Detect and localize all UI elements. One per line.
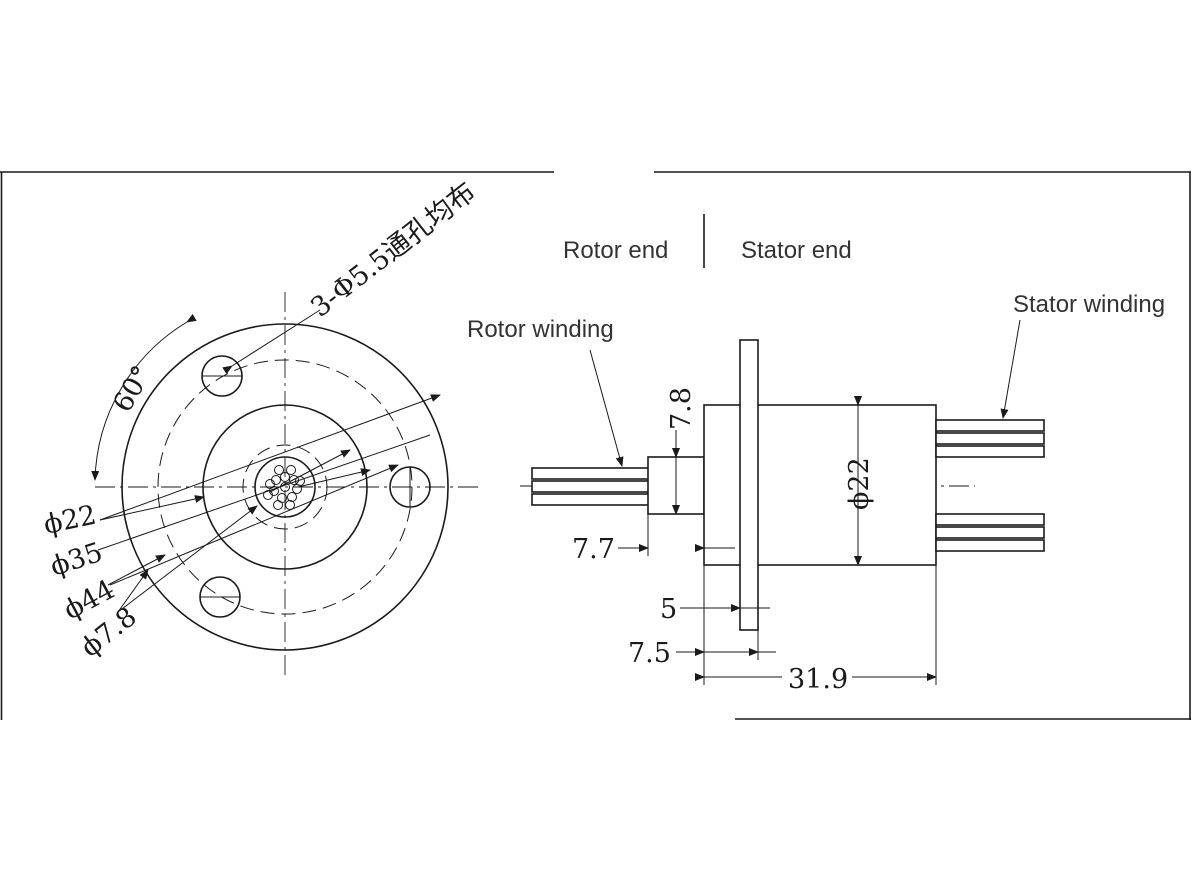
rotor-wires (531, 467, 651, 506)
header-labels: Rotor end Stator end Rotor winding Stato… (467, 214, 1165, 343)
flange (739, 339, 759, 631)
dim-31-9: 31.9 (788, 664, 848, 695)
flange-outline (121, 323, 449, 651)
dia-35-label: ϕ35 (47, 537, 107, 583)
stator-end-label: Stator end (741, 237, 852, 264)
front-view: 60° 3-Φ5.5通孔均布 ϕ22 ϕ35 ϕ44 ϕ7.8 (41, 176, 481, 680)
stator-wires-upper (935, 419, 1045, 458)
stator-body (703, 404, 937, 566)
dia-22-label: ϕ22 (41, 500, 99, 541)
center-bore (254, 456, 316, 518)
dim-dia-22: ϕ22 (844, 457, 875, 510)
angle-label: 60° (107, 361, 158, 418)
dim-7-8: 7.8 (666, 387, 697, 430)
bolt-circle (157, 359, 413, 615)
rotor-winding-label: Rotor winding (467, 316, 614, 343)
dim-7-7: 7.7 (572, 534, 615, 565)
dim-5: 5 (660, 594, 677, 625)
body-circle (202, 404, 368, 570)
dim-7-5: 7.5 (628, 638, 671, 669)
drawing-frame (0, 171, 1191, 720)
wire-bundle (263, 465, 305, 510)
stator-wires-lower (935, 513, 1045, 552)
hole-note: 3-Φ5.5通孔均布 (305, 176, 481, 323)
stator-winding-label: Stator winding (1013, 291, 1165, 318)
side-view: 7.8 ϕ22 7.7 5 7.5 31.9 (520, 319, 1045, 695)
rotor-end-label: Rotor end (563, 237, 668, 264)
